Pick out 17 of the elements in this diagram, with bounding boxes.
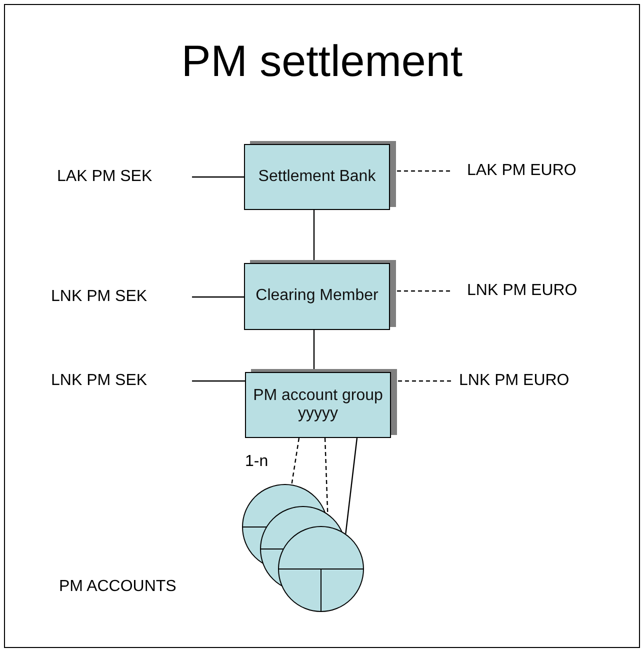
connector — [345, 438, 358, 534]
dashed-connector — [291, 438, 300, 485]
connector — [192, 380, 245, 382]
note-label: 1-n — [245, 453, 268, 471]
connector — [192, 296, 244, 298]
account-label: LNK PM SEK — [51, 372, 148, 390]
account-label: LAK PM EURO — [467, 162, 576, 180]
dashed-connector — [324, 438, 328, 514]
account-label: LNK PM EURO — [459, 372, 570, 390]
account-label: LNK PM EURO — [467, 282, 578, 300]
connector — [192, 176, 244, 178]
note-label: PM ACCOUNTS — [59, 578, 176, 596]
title: PM settlement — [180, 37, 464, 87]
account-label: LAK PM SEK — [57, 168, 152, 186]
connector — [313, 210, 315, 263]
account-label: LNK PM SEK — [51, 288, 148, 306]
connector — [313, 330, 315, 372]
